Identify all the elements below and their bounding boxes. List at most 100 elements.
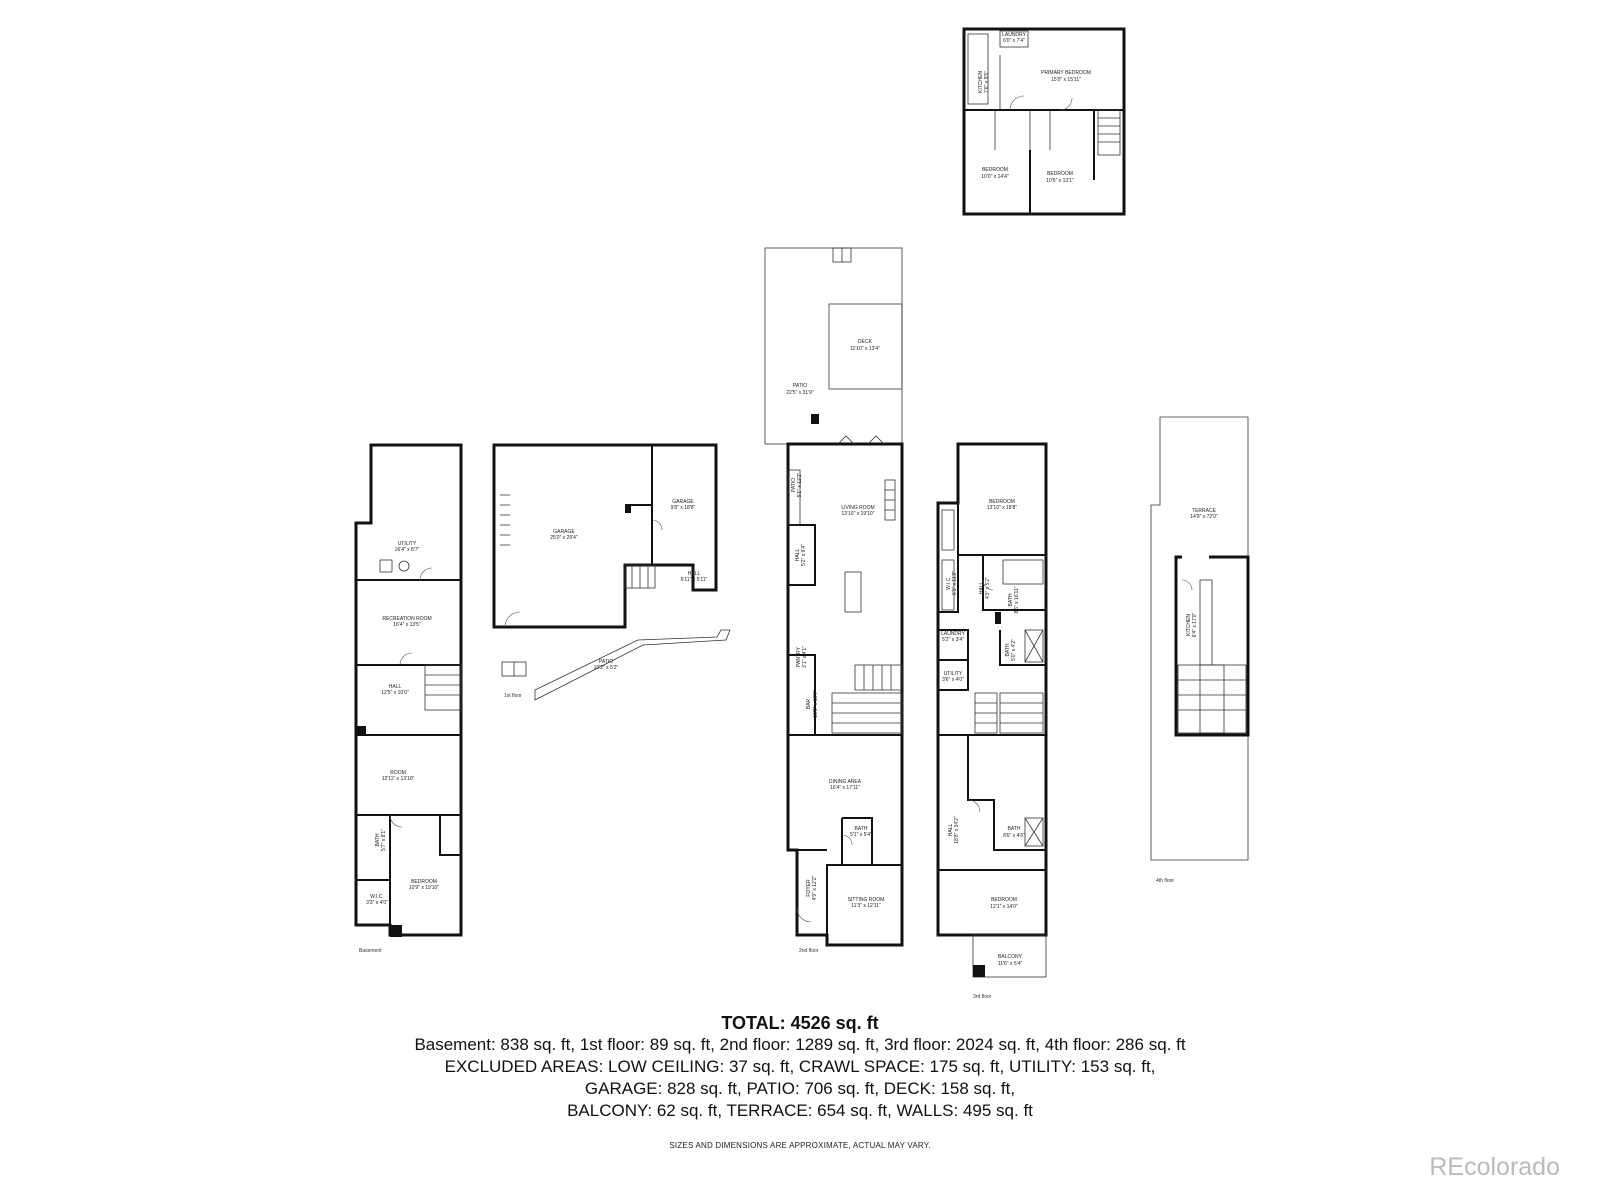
first-floor-plan [492,443,731,701]
inset-bedroom-1-label: BEDROOM [982,167,1008,173]
third-floor-plan [936,442,1048,978]
summary-line-excluded-1: EXCLUDED AREAS: LOW CEILING: 37 sq. ft, … [444,1057,1156,1076]
inset-bedroom-2-label: BEDROOM [1047,171,1073,177]
third-bedroom-1-dim: 13'10" x 18'8" [987,505,1017,511]
recolorado-logo: REcolorado [1429,1153,1560,1181]
summary-line-excluded-2: GARAGE: 828 sq. ft, PATIO: 706 sq. ft, D… [584,1079,1016,1098]
second-sitting-label: SITTING ROOM [848,897,885,903]
floor-plan-diagram: LAUNDRY 6'0" x 7'4" KITCHEN 7'6" x 9'5" … [354,27,1250,1000]
fourth-floor-plan [1150,416,1250,861]
fourth-terrace-dim: 14'9" x 72'0" [1190,514,1218,520]
second-living-dim: 13'10" x 19'10" [842,511,875,517]
third-bath-1-label: BATH [1008,593,1014,606]
third-bedroom-1-label: BEDROOM [989,499,1015,505]
first-garage2-dim: 9'8" x 18'8" [671,505,696,511]
fourth-kitchen-label: KITCHEN [1186,614,1192,636]
basement-bath-dim: 5'7" x 8'1" [381,829,387,851]
third-bath-2-label: BATH [1005,643,1011,656]
fourth-kitchen-dim: 6'4" x 17'0" [1192,612,1198,637]
third-utility-dim: 3'6" x 4'0" [942,677,964,683]
second-dining-label: DINING AREA [829,779,862,785]
basement-room-label: ROOM [390,770,406,776]
second-dining-dim: 16'4" x 17'11" [830,785,860,791]
second-hall-label: HALL [795,549,801,562]
third-laundry-label: LAUNDRY [941,631,965,637]
summary-line-floors: Basement: 838 sq. ft, 1st floor: 89 sq. … [414,1035,1186,1054]
third-bath-2-dim: 5'0" x 4'2" [1011,639,1017,661]
inset-laundry-dim: 6'0" x 7'4" [1003,38,1025,44]
third-floor-label: 3rd floor [973,994,992,1000]
second-bath-dim: 5'1" x 5'4" [850,832,872,838]
first-patio-dim: 10'2" x 5'2" [594,665,619,671]
basement-wic-dim: 3'3" x 4'0" [366,900,388,906]
second-sitting-dim: 11'3" x 12'11" [851,903,881,909]
third-bath-3-label: BATH [1008,826,1021,832]
basement-floor-label: Basement [359,948,382,954]
third-wic-label: W.I.C. [946,576,952,590]
basement-hall-label: HALL [389,684,402,690]
second-bath-label: BATH [855,826,868,832]
second-foyer-dim: 4'9" x 12'2" [812,875,818,900]
basement-hall-dim: 12'5" x 10'0" [381,690,409,696]
first-patio-label: PATIO [599,659,613,665]
basement-wic-label: W.I.C. [370,894,384,900]
second-hall-dim: 5'2" x 9'4" [801,544,807,566]
disclaimer: SIZES AND DIMENSIONS ARE APPROXIMATE, AC… [669,1141,931,1150]
second-patio-label: PATIO [793,383,807,389]
third-laundry-dim: 5'2" x 3'4" [942,637,964,643]
second-foyer-label: FOYER [806,879,812,897]
second-patio-dim: 22'5" x 31'9" [786,390,814,396]
third-balcony-label: BALCONY [998,954,1023,960]
basement-plan [354,443,463,937]
second-bar-dim: 15'9" x 10'7" [813,690,819,718]
second-deck-label: DECK [858,339,873,345]
second-living-label: LIVING ROOM [841,505,874,511]
inset-kitchen-dim: 7'6" x 9'5" [984,71,990,93]
third-bedroom-2-label: BEDROOM [991,897,1017,903]
second-pantry-label: PANTRY [796,646,802,666]
basement-recreation-dim: 16'4" x 13'5" [393,622,421,628]
inset-kitchen-label: KITCHEN [978,71,984,93]
third-hall-1-dim: 4'3" x 5'2" [985,577,991,599]
second-pantry-dim: 3'1" x 4'1" [802,646,808,668]
third-utility-label: UTILITY [944,671,963,677]
total-area: TOTAL: 4526 sq. ft [721,1013,879,1033]
inset-primary-bedroom-label: PRIMARY BEDROOM [1041,70,1091,76]
third-bath-3-dim: 8'6" x 4'6" [1003,833,1025,839]
fourth-floor-label: 4th floor [1156,878,1174,884]
second-deck-dim: 11'10" x 13'4" [850,346,880,352]
second-side-patio-dim: 5'1" x 12'2" [797,472,803,497]
second-bar-label: BAR [806,698,812,709]
third-bedroom-2-dim: 12'1" x 14'0" [990,904,1018,910]
basement-recreation-label: RECREATION ROOM [382,616,431,622]
summary-line-excluded-3: BALCONY: 62 sq. ft, TERRACE: 654 sq. ft,… [567,1101,1033,1120]
area-summary: TOTAL: 4526 sq. ft Basement: 838 sq. ft,… [0,1012,1600,1122]
second-side-patio-label: PATIO [791,478,797,492]
basement-bath-label: BATH [375,833,381,846]
second-floor-plan [764,247,904,947]
first-garage-dim: 25'0" x 29'4" [550,535,578,541]
third-bath-1-dim: 8'6" x 16'11" [1014,586,1020,613]
basement-utility-dim: 16'4" x 8'7" [395,547,420,553]
inset-bedroom-1-dim: 10'0" x 14'4" [981,174,1009,180]
basement-room-dim: 12'11" x 13'10" [382,776,415,782]
upper-inset-plan [962,27,1126,216]
third-hall-2-label: HALL [948,824,954,837]
third-hall-1-label: HALL [979,582,985,595]
first-floor-label: 1st floor [504,693,522,699]
fourth-terrace-label: TERRACE [1192,508,1217,514]
third-balcony-dim: 11'6" x 5'4" [998,961,1022,967]
first-garage-label: GARAGE [553,529,575,535]
third-hall-2-dim: 18'8" x 34'2" [954,816,960,844]
basement-bedroom-label: BEDROOM [411,879,437,885]
inset-primary-bedroom-dim: 15'0" x 15'11" [1051,77,1081,83]
first-hall-label: HALL [688,571,701,577]
basement-bedroom-dim: 10'9" x 19'10" [409,885,439,891]
inset-laundry-label: LAUNDRY [1002,32,1026,38]
first-garage2-label: GARAGE [672,499,694,505]
third-wic-dim: 6'1" x 11'2" [952,571,958,595]
second-floor-label: 2nd floor [799,948,819,954]
first-hall-dim: 6'11" x 5'11" [681,577,708,583]
basement-utility-label: UTILITY [398,541,417,547]
inset-bedroom-2-dim: 10'5" x 13'1" [1046,178,1074,184]
